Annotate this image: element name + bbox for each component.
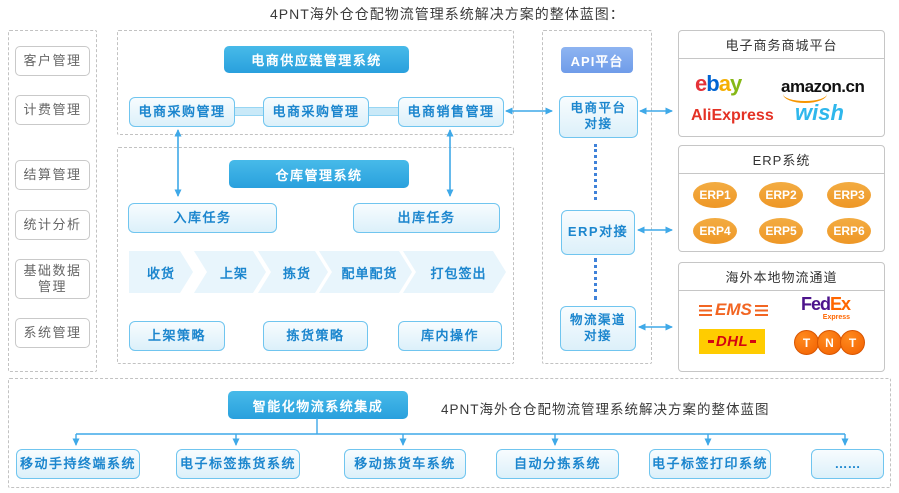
warehouse-header: 仓库管理系统 bbox=[229, 160, 409, 188]
erp-node-6: ERP6 bbox=[827, 218, 871, 244]
node-label-printing-system: 电子标签打印系统 bbox=[649, 449, 771, 479]
node-ecommerce-purchase-1: 电商采购管理 bbox=[129, 97, 235, 127]
wish-logo: wish bbox=[795, 100, 844, 125]
tnt-circle: N bbox=[817, 330, 842, 355]
erp-node-5: ERP5 bbox=[759, 218, 803, 244]
ebay-letter: e bbox=[695, 71, 707, 96]
dhl-logo: DHL bbox=[699, 329, 765, 354]
supply-chain-panel: 电商供应链管理系统 电商采购管理 电商采购管理 电商销售管理 bbox=[117, 30, 514, 135]
ems-stripes-icon bbox=[699, 304, 712, 316]
node-ecommerce-sales: 电商销售管理 bbox=[398, 97, 504, 127]
page-title: 4PNT海外仓仓配物流管理系统解决方案的整体蓝图： bbox=[270, 6, 625, 22]
ebay-letter: y bbox=[729, 71, 742, 96]
box-connector bbox=[365, 107, 402, 116]
logistics-channels-title: 海外本地物流通道 bbox=[679, 263, 884, 291]
sidebar-item-statistics: 统计分析 bbox=[15, 210, 90, 240]
dhl-word: DHL bbox=[715, 333, 749, 350]
erp-node-2: ERP2 bbox=[759, 182, 803, 208]
flow-step-shelve: 上架 bbox=[194, 251, 266, 293]
dotted-connector-vertical bbox=[594, 258, 597, 300]
erp-systems-panel: ERP系统 ERP1 ERP2 ERP3 ERP4 ERP5 ERP6 bbox=[678, 145, 885, 252]
integration-caption: 4PNT海外仓仓配物流管理系统解决方案的整体蓝图 bbox=[441, 402, 770, 417]
erp-node-1: ERP1 bbox=[693, 182, 737, 208]
basic-data-line1: 基础数据 bbox=[23, 263, 82, 279]
node-auto-sorting-system: 自动分拣系统 bbox=[496, 449, 619, 479]
dhl-dash-icon bbox=[750, 340, 757, 343]
sidebar-item-billing-mgmt: 计费管理 bbox=[15, 95, 90, 125]
fedex-express: Express bbox=[822, 314, 851, 321]
ems-word: EMS bbox=[715, 300, 752, 319]
fedex-logo: FedEx Express bbox=[801, 294, 851, 321]
amazon-swoosh-icon bbox=[783, 92, 827, 103]
logistics-channels-panel: 海外本地物流通道 EMS FedEx Express DHL T N T bbox=[678, 262, 885, 372]
ebay-logo: ebay bbox=[695, 71, 742, 97]
ebay-letter: b bbox=[706, 71, 719, 96]
box-connector bbox=[231, 107, 267, 116]
node-picking-cart-system: 移动拣货车系统 bbox=[344, 449, 466, 479]
node-ecommerce-platform-link: 电商平台 对接 bbox=[559, 96, 638, 138]
node-picking-strategy: 拣货策略 bbox=[263, 321, 368, 351]
logistics-link-line1: 物流渠道 bbox=[569, 312, 626, 327]
node-warehouse-operations: 库内操作 bbox=[398, 321, 502, 351]
amazon-suffix: .cn bbox=[841, 77, 865, 96]
integration-header: 智能化物流系统集成 bbox=[228, 391, 408, 419]
flow-step-assemble: 配单配货 bbox=[319, 251, 412, 293]
node-logistics-channel-link: 物流渠道 对接 bbox=[560, 306, 636, 351]
erp-systems-title: ERP系统 bbox=[679, 146, 884, 174]
aliexpress-logo: AliExpress bbox=[691, 107, 774, 124]
tnt-logo: T N T bbox=[794, 330, 865, 355]
sidebar-item-system-mgmt: 系统管理 bbox=[15, 318, 90, 348]
dotted-connector-vertical bbox=[594, 144, 597, 200]
ems-stripes-icon bbox=[754, 304, 768, 316]
sidebar-item-settlement-mgmt: 结算管理 bbox=[15, 160, 90, 190]
integration-panel: 智能化物流系统集成 4PNT海外仓仓配物流管理系统解决方案的整体蓝图 移动手持终… bbox=[8, 378, 891, 488]
supply-chain-header: 电商供应链管理系统 bbox=[224, 46, 409, 73]
warehouse-panel: 仓库管理系统 入库任务 出库任务 收货 上架 拣货 配单配货 打包签出 上架策略… bbox=[117, 147, 514, 364]
ecommerce-link-line1: 电商平台 bbox=[570, 101, 627, 116]
amazon-word: amazon bbox=[781, 77, 842, 96]
node-label-picking-system: 电子标签拣货系统 bbox=[176, 449, 300, 479]
mall-platforms-title: 电子商务商城平台 bbox=[679, 31, 884, 59]
node-outbound-task: 出库任务 bbox=[353, 203, 500, 233]
api-platform-header: API平台 bbox=[561, 47, 633, 73]
sidebar-panel: 客户管理 计费管理 结算管理 统计分析 基础数据 管理 系统管理 bbox=[8, 30, 97, 372]
ecommerce-link-line2: 对接 bbox=[584, 117, 613, 131]
flow-step-pick: 拣货 bbox=[258, 251, 328, 293]
sidebar-item-customer-mgmt: 客户管理 bbox=[15, 46, 90, 76]
ebay-letter: a bbox=[718, 71, 731, 96]
sidebar-item-basic-data-mgmt: 基础数据 管理 bbox=[15, 259, 90, 299]
node-erp-link: ERP对接 bbox=[561, 210, 635, 255]
fedex-fed: Fed bbox=[801, 294, 831, 314]
amazon-logo: amazon.cn bbox=[781, 77, 865, 103]
flow-step-pack-signout: 打包签出 bbox=[403, 251, 506, 293]
basic-data-line2: 管理 bbox=[37, 279, 67, 294]
node-more-systems: …… bbox=[811, 449, 884, 479]
fedex-ex: Ex bbox=[830, 294, 851, 314]
mall-platforms-panel: 电子商务商城平台 ebay amazon.cn AliExpress wish bbox=[678, 30, 885, 137]
dhl-dash-icon bbox=[707, 340, 714, 343]
erp-node-4: ERP4 bbox=[693, 218, 737, 244]
ems-logo: EMS bbox=[699, 300, 768, 320]
flow-step-receive: 收货 bbox=[129, 251, 193, 293]
node-ecommerce-purchase-2: 电商采购管理 bbox=[263, 97, 369, 127]
logistics-link-line2: 对接 bbox=[583, 328, 612, 343]
node-handheld-terminal-system: 移动手持终端系统 bbox=[16, 449, 140, 479]
tnt-circle: T bbox=[794, 330, 819, 355]
node-inbound-task: 入库任务 bbox=[128, 203, 277, 233]
erp-node-3: ERP3 bbox=[827, 182, 871, 208]
tnt-circle: T bbox=[840, 330, 865, 355]
node-shelving-strategy: 上架策略 bbox=[129, 321, 225, 351]
api-platform-panel: API平台 电商平台 对接 ERP对接 物流渠道 对接 bbox=[542, 30, 652, 364]
